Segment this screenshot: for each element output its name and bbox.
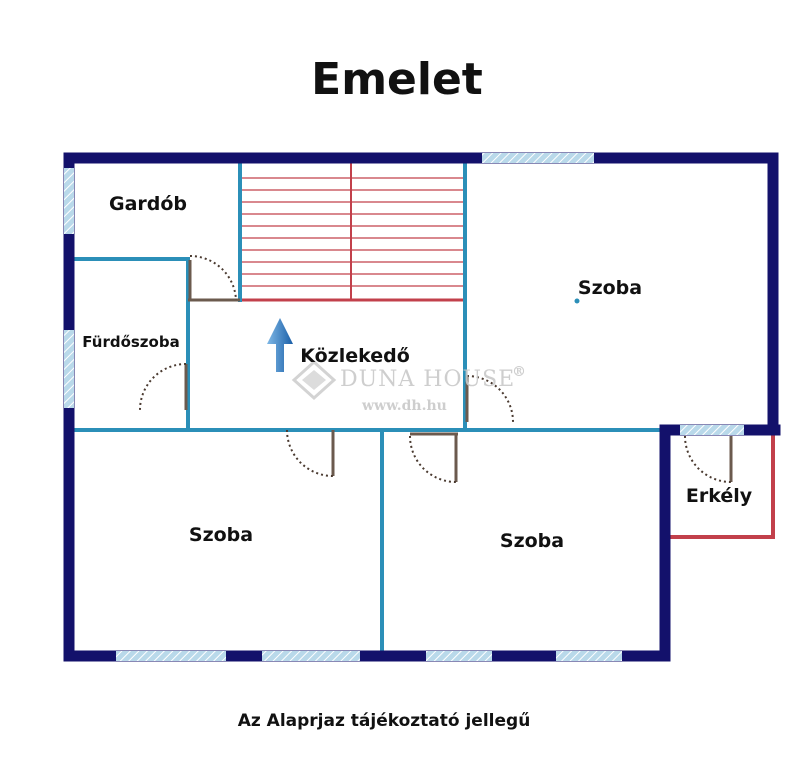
window-bottom-4 [556, 651, 622, 661]
footer-disclaimer: Az Alaprjaz tájékoztató jellegű [238, 711, 531, 731]
room-label-szoba-bottom-left: Szoba [189, 524, 253, 546]
door-szoba-top-right [465, 375, 514, 423]
room-label-erkely: Erkély [686, 485, 753, 507]
doors [139, 254, 733, 483]
window-furdoszoba [64, 330, 74, 408]
door-gardrob [188, 254, 237, 301]
stair-side-walls [188, 298, 458, 436]
window-bottom-3 [426, 651, 492, 661]
up-arrow-icon [267, 318, 293, 372]
watermark: DUNA HOUSE ® www.dh.hu [291, 359, 526, 414]
room-label-szoba-top-right: Szoba [578, 277, 642, 299]
window-bottom-1 [116, 651, 226, 661]
door-furdoszoba [139, 363, 188, 411]
window-gardrob [64, 168, 74, 234]
room-marker-dot [574, 298, 580, 304]
floor-title: Emelet [311, 54, 483, 105]
door-szoba-middle [409, 434, 458, 483]
door-erkely [684, 435, 733, 483]
window-top [482, 153, 594, 163]
watermark-url: www.dh.hu [361, 398, 447, 414]
window-balcony [680, 425, 744, 435]
windows [64, 153, 744, 661]
room-label-kozlekedo: Közlekedő [300, 345, 410, 367]
door-szoba-left [286, 429, 335, 477]
inner-walls [68, 158, 664, 656]
balcony-railing [670, 432, 775, 539]
duna-house-logo-icon [291, 359, 337, 401]
staircase [240, 162, 465, 302]
room-label-furdoszoba: Fürdőszoba [82, 333, 179, 351]
watermark-registered: ® [512, 364, 526, 380]
room-label-szoba-bottom-middle: Szoba [500, 530, 564, 552]
room-label-gardrob: Gardób [109, 193, 187, 215]
watermark-brand: DUNA HOUSE [340, 367, 515, 392]
window-bottom-2 [262, 651, 360, 661]
